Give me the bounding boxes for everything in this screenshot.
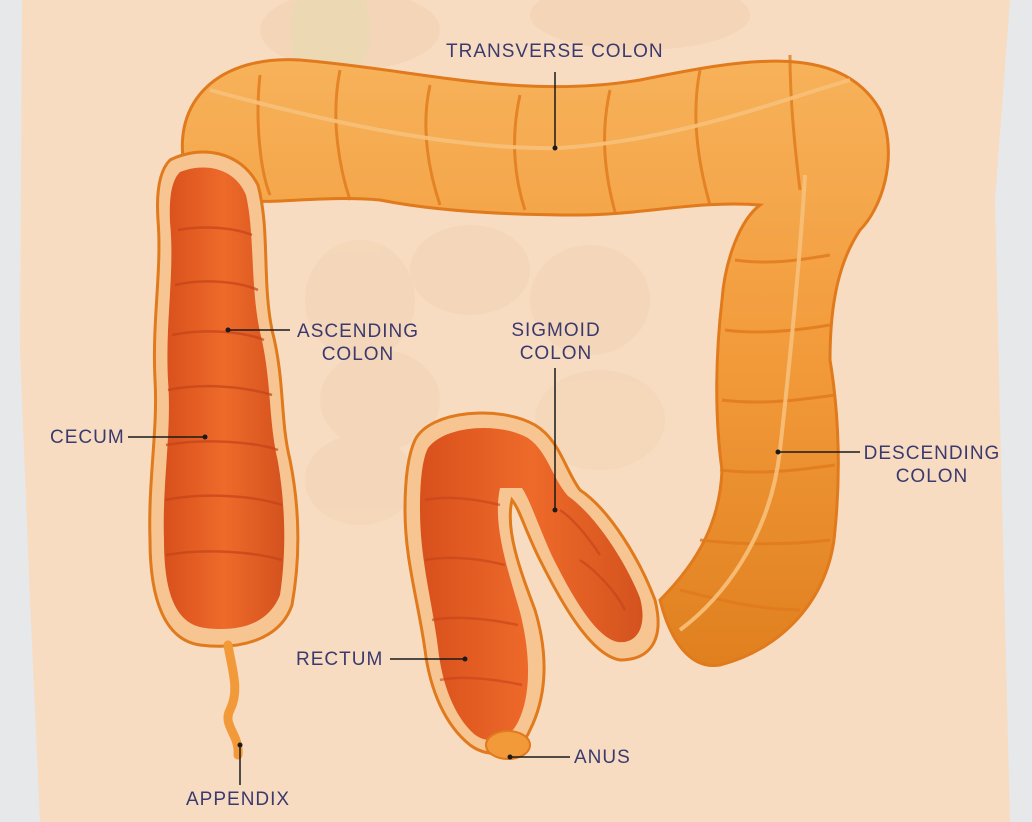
label-sigmoid-colon: SIGMOID COLON bbox=[500, 319, 612, 365]
anus-shape bbox=[486, 731, 530, 759]
label-cecum: CECUM bbox=[50, 426, 125, 449]
label-anus: ANUS bbox=[574, 746, 631, 769]
label-rectum: RECTUM bbox=[296, 648, 383, 671]
label-descending-colon: DESCENDING COLON bbox=[860, 442, 1004, 488]
label-transverse-colon: TRANSVERSE COLON bbox=[446, 40, 664, 63]
label-appendix: APPENDIX bbox=[186, 788, 290, 811]
label-ascending-colon: ASCENDING COLON bbox=[292, 320, 424, 366]
